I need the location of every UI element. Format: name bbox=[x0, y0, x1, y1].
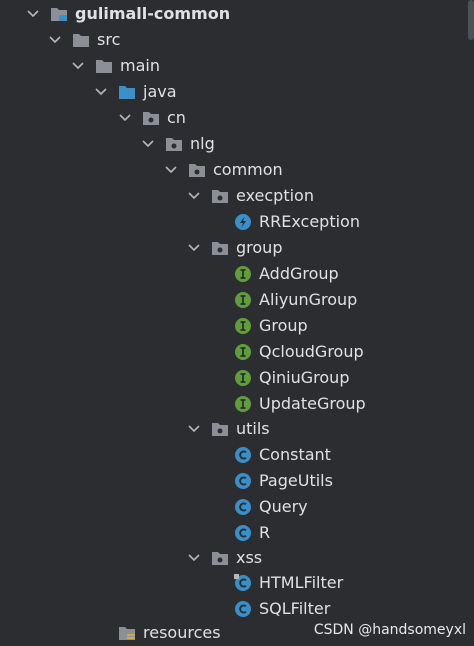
tree-row-group[interactable]: group bbox=[0, 235, 474, 261]
tree-row-nlg[interactable]: nlg bbox=[0, 131, 474, 157]
chevron-down-icon[interactable] bbox=[118, 111, 132, 125]
tree-label: gulimall-common bbox=[75, 4, 231, 23]
chevron-down-icon[interactable] bbox=[94, 85, 108, 99]
tree-row-query[interactable]: Query bbox=[0, 494, 474, 520]
tree-row-aliyungroup[interactable]: AliyunGroup bbox=[0, 287, 474, 313]
folder-icon bbox=[95, 57, 113, 75]
chevron-down-icon[interactable] bbox=[164, 163, 178, 177]
tree-row-updategroup[interactable]: UpdateGroup bbox=[0, 391, 474, 417]
tree-row-group-interface[interactable]: Group bbox=[0, 313, 474, 339]
tree-label: main bbox=[120, 56, 160, 75]
tree-label: PageUtils bbox=[259, 471, 333, 490]
tree-row-execption[interactable]: execption bbox=[0, 183, 474, 209]
package-icon bbox=[188, 161, 206, 179]
tree-row-java[interactable]: java bbox=[0, 79, 474, 105]
tree-row-resources[interactable]: resources bbox=[0, 620, 474, 646]
tree-label: xss bbox=[236, 548, 263, 567]
tree-row-utils[interactable]: utils bbox=[0, 416, 474, 442]
watermark: CSDN @handsomeyxl bbox=[313, 622, 466, 638]
tree-row-common[interactable]: common bbox=[0, 157, 474, 183]
tree-label: AliyunGroup bbox=[259, 290, 358, 309]
tree-row-gulimall-common[interactable]: gulimall-common bbox=[0, 1, 474, 27]
tree-row-r[interactable]: R bbox=[0, 520, 474, 546]
class-icon bbox=[234, 446, 252, 464]
tree-label: UpdateGroup bbox=[259, 394, 366, 413]
package-icon bbox=[142, 109, 160, 127]
tree-row-htmlfilter[interactable]: HTMLFilter bbox=[0, 570, 474, 596]
chevron-down-icon[interactable] bbox=[141, 137, 155, 151]
tree-row-sqlfilter[interactable]: SQLFilter bbox=[0, 596, 474, 622]
package-icon bbox=[165, 135, 183, 153]
exception-class-icon bbox=[234, 213, 252, 231]
tree-row-xss[interactable]: xss bbox=[0, 545, 474, 571]
tree-label: execption bbox=[236, 186, 314, 205]
class-icon bbox=[234, 600, 252, 618]
tree-row-src[interactable]: src bbox=[0, 27, 474, 53]
class-icon bbox=[234, 524, 252, 542]
package-icon bbox=[211, 549, 229, 567]
tree-label: common bbox=[213, 160, 283, 179]
tree-row-rrexception[interactable]: RRException bbox=[0, 209, 474, 235]
tree-label: nlg bbox=[190, 134, 215, 153]
tree-row-main[interactable]: main bbox=[0, 53, 474, 79]
tree-label: SQLFilter bbox=[259, 599, 331, 618]
interface-icon bbox=[234, 265, 252, 283]
interface-icon bbox=[234, 343, 252, 361]
chevron-down-icon[interactable] bbox=[187, 241, 201, 255]
tree-label: utils bbox=[236, 419, 270, 438]
interface-icon bbox=[234, 317, 252, 335]
tree-row-qiniugroup[interactable]: QiniuGroup bbox=[0, 365, 474, 391]
interface-icon bbox=[234, 369, 252, 387]
chevron-down-icon[interactable] bbox=[187, 551, 201, 565]
vertical-scrollbar[interactable] bbox=[468, 0, 474, 40]
package-icon bbox=[211, 187, 229, 205]
module-folder-icon bbox=[50, 5, 68, 23]
tree-label: Query bbox=[259, 497, 308, 516]
tree-label: AddGroup bbox=[259, 264, 339, 283]
chevron-down-icon[interactable] bbox=[26, 7, 40, 21]
resources-folder-icon bbox=[118, 624, 136, 642]
class-icon bbox=[234, 472, 252, 490]
tree-label: QiniuGroup bbox=[259, 368, 350, 387]
interface-icon bbox=[234, 291, 252, 309]
tree-label: R bbox=[259, 523, 271, 542]
package-icon bbox=[211, 420, 229, 438]
tree-row-cn[interactable]: cn bbox=[0, 105, 474, 131]
tree-label: QcloudGroup bbox=[259, 342, 364, 361]
source-root-folder-icon bbox=[118, 83, 136, 101]
tree-label: java bbox=[143, 82, 177, 101]
tree-label: HTMLFilter bbox=[259, 573, 344, 592]
chevron-down-icon[interactable] bbox=[187, 189, 201, 203]
chevron-down-icon[interactable] bbox=[48, 33, 62, 47]
tree-row-constant[interactable]: Constant bbox=[0, 442, 474, 468]
chevron-down-icon[interactable] bbox=[71, 59, 85, 73]
tree-row-qcloudgroup[interactable]: QcloudGroup bbox=[0, 339, 474, 365]
interface-icon bbox=[234, 395, 252, 413]
tree-row-pageutils[interactable]: PageUtils bbox=[0, 468, 474, 494]
tree-label: Constant bbox=[259, 445, 331, 464]
folder-icon bbox=[72, 31, 90, 49]
tree-label: RRException bbox=[259, 212, 360, 231]
tree-label: Group bbox=[259, 316, 308, 335]
package-icon bbox=[211, 239, 229, 257]
chevron-down-icon[interactable] bbox=[187, 422, 201, 436]
tree-label: src bbox=[97, 30, 121, 49]
class-icon bbox=[234, 574, 252, 592]
class-icon bbox=[234, 498, 252, 516]
tree-label: group bbox=[236, 238, 283, 257]
tree-row-addgroup[interactable]: AddGroup bbox=[0, 261, 474, 287]
tree-label: cn bbox=[167, 108, 186, 127]
tree-label: resources bbox=[143, 623, 221, 642]
